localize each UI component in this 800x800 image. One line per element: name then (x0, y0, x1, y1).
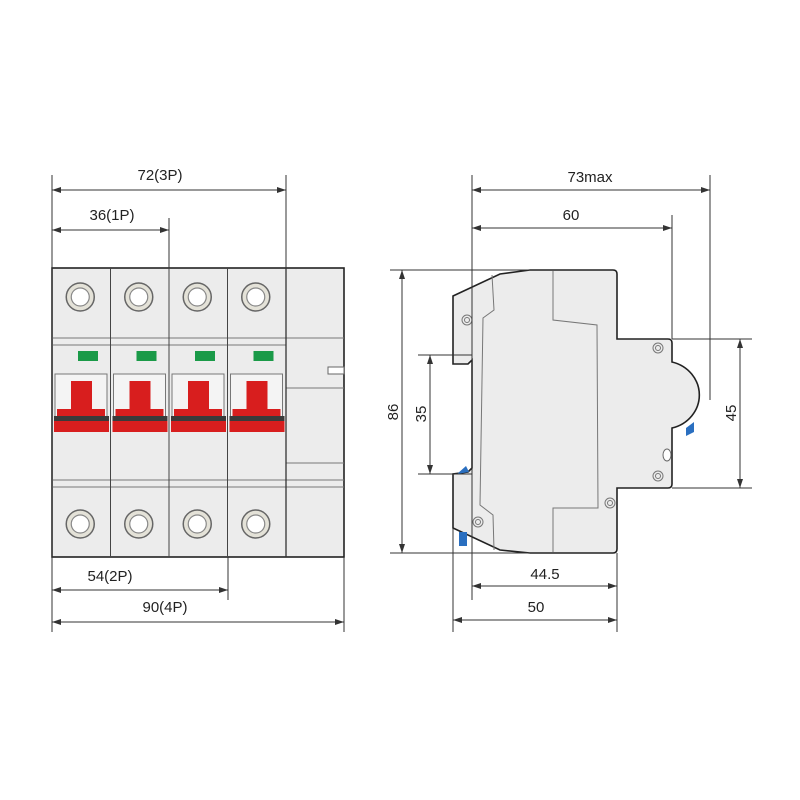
dim-label-50: 50 (528, 599, 545, 616)
dim-label-45: 45 (723, 405, 740, 422)
side-body (452, 269, 701, 554)
handle-bar (229, 416, 285, 421)
status-indicator (78, 351, 98, 361)
status-indicator (195, 351, 215, 361)
terminal-screw-inner (246, 287, 266, 307)
handle-base (232, 409, 281, 418)
dim-label-36-1p: 36(1P) (89, 207, 134, 224)
side-dimensions: 73max 60 86 35 45 44.5 50 (385, 169, 752, 632)
dim-label-90-4p: 90(4P) (142, 599, 187, 616)
front-dimensions: 72(3P) 36(1P) 54(2P) 90(4P) (51, 167, 345, 632)
rail-clip-bottom (459, 532, 467, 546)
handle-lever (246, 381, 268, 409)
handle-base (57, 409, 105, 418)
dim-label-73max: 73max (567, 169, 613, 186)
handle-bottom (229, 421, 285, 432)
terminal-screw-inner (70, 287, 90, 307)
dim-label-86: 86 (385, 404, 402, 421)
dim-label-44-5: 44.5 (530, 566, 559, 583)
rail-clip-top (457, 466, 469, 474)
dim-label-54-2p: 54(2P) (87, 568, 132, 585)
handle-lever (71, 381, 92, 409)
handle-bar (54, 416, 109, 421)
terminal-screw-inner (129, 514, 149, 534)
dim-label-35: 35 (413, 406, 430, 423)
terminal-screw-inner (187, 287, 207, 307)
terminal-screw-inner (129, 287, 149, 307)
handle-base (115, 409, 164, 418)
handle-bottom (171, 421, 226, 432)
terminal-screw-inner (187, 514, 207, 534)
dim-label-60: 60 (563, 207, 580, 224)
handle-lever (188, 381, 209, 409)
handle-lever (129, 381, 151, 409)
status-indicator (253, 351, 274, 361)
side-view (452, 269, 701, 554)
handle-bottom (112, 421, 168, 432)
handle-bar (171, 416, 226, 421)
handle-bottom (54, 421, 109, 432)
handle-base (174, 409, 222, 418)
front-view (51, 267, 345, 558)
dim-label-72-3p: 72(3P) (137, 167, 182, 184)
status-indicator (136, 351, 157, 361)
terminal-screw-inner (70, 514, 90, 534)
terminal-screw-inner (246, 514, 266, 534)
handle-bar (112, 416, 168, 421)
